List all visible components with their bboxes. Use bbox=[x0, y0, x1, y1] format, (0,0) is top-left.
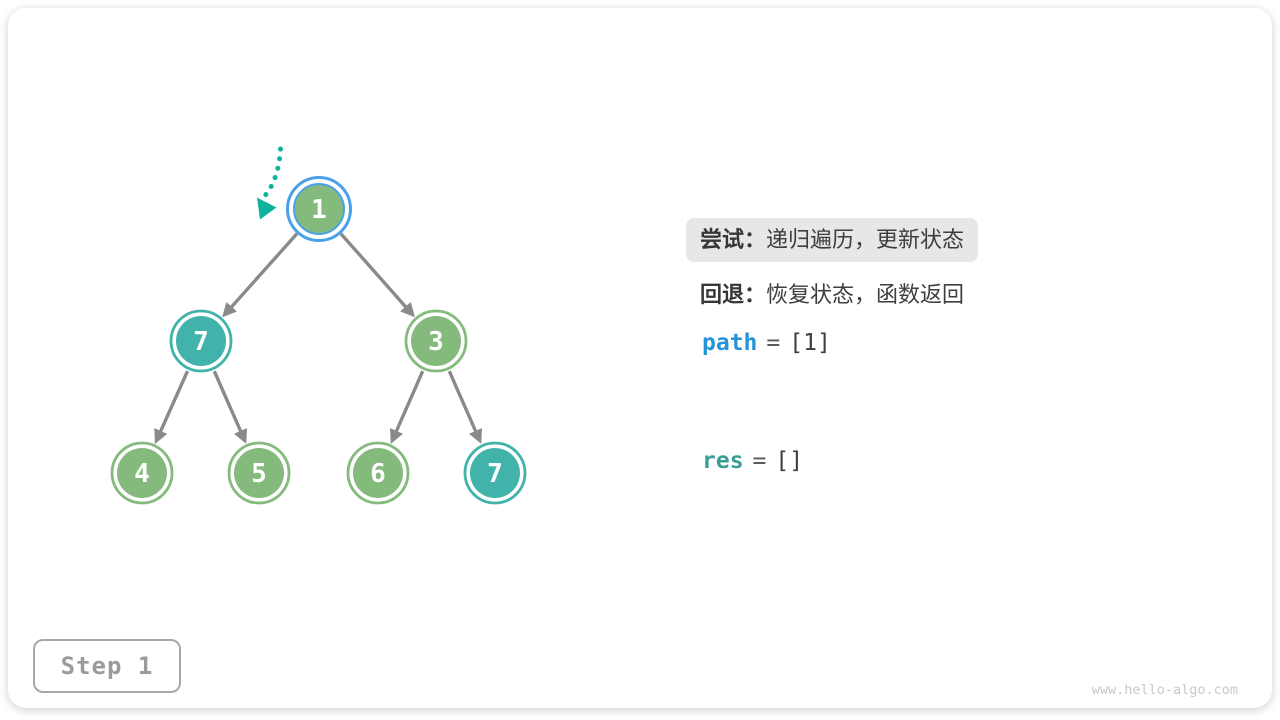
res-variable-line: res = [] bbox=[702, 446, 803, 476]
step-badge: Step 1 bbox=[33, 639, 181, 693]
res-variable-name: res bbox=[702, 448, 744, 474]
retreat-label: 回退： bbox=[700, 282, 767, 307]
slide-card bbox=[8, 8, 1272, 708]
path-variable-name: path bbox=[702, 330, 758, 356]
annotation-try: 尝试：递归遍历，更新状态 bbox=[686, 218, 979, 262]
step-label: Step 1 bbox=[60, 652, 154, 680]
path-variable-line: path = [1] bbox=[702, 328, 831, 358]
try-label: 尝试： bbox=[700, 227, 767, 252]
annotation-retreat: 回退：恢复状态，函数返回 bbox=[700, 280, 964, 310]
retreat-text: 恢复状态，函数返回 bbox=[766, 282, 965, 307]
equals-sign: = bbox=[752, 448, 767, 474]
res-variable-value: [] bbox=[775, 448, 804, 474]
try-text: 递归遍历，更新状态 bbox=[766, 227, 965, 252]
equals-sign: = bbox=[766, 330, 781, 356]
watermark: www.hello-algo.com bbox=[1091, 682, 1238, 698]
path-variable-value: [1] bbox=[789, 330, 831, 356]
